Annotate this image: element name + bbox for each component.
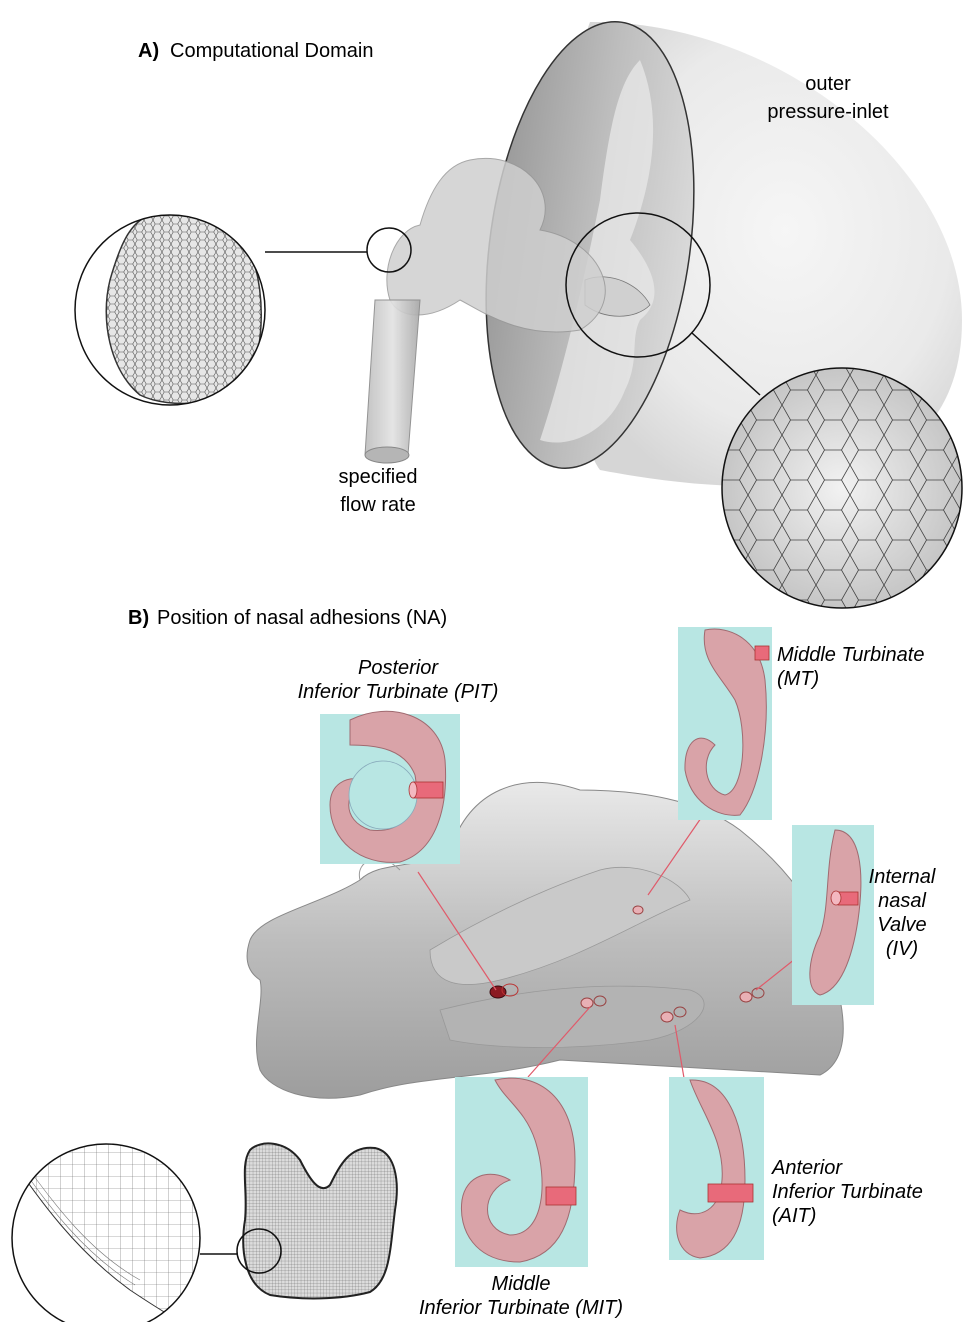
iv-label-line4: (IV) [886,938,918,960]
ait-label-line3: (AIT) [772,1205,816,1227]
flow-label-line2: flow rate [340,494,416,516]
ait-label-line2: Inferior Turbinate [772,1181,923,1203]
grid-mesh-zoom [12,1144,200,1322]
pit-label-line2: Inferior Turbinate (PIT) [298,681,499,703]
cross-section-mesh [243,1143,397,1298]
panel-a-title: Computational Domain [170,40,373,62]
mesh-zoom-left [75,212,265,405]
mesh-zoom-right [720,368,963,608]
inset-ait [669,1077,764,1260]
iv-label-line2: nasal [878,890,926,912]
inset-mit [455,1077,588,1267]
inset-mt [678,627,772,820]
outer-label-line1: outer [805,73,851,95]
inset-iv [792,825,874,1005]
panel-a-letter: A) [138,40,159,62]
ait-label-line1: Anterior [771,1157,843,1179]
pit-label-line1: Posterior [358,657,439,679]
panel-b-letter: B) [128,607,149,629]
iv-label-line1: Internal [869,866,936,888]
mt-label-line1: Middle Turbinate [777,644,924,666]
flow-label-line1: specified [339,466,418,488]
outer-label-line2: pressure-inlet [767,101,889,123]
mt-label-line2: (MT) [777,668,819,690]
panel-b-title: Position of nasal adhesions (NA) [157,607,447,629]
iv-label-line3: Valve [877,914,926,936]
mit-label-line1: Middle [492,1273,551,1295]
mit-label-line2: Inferior Turbinate (MIT) [419,1297,623,1319]
inset-pit [320,711,460,864]
